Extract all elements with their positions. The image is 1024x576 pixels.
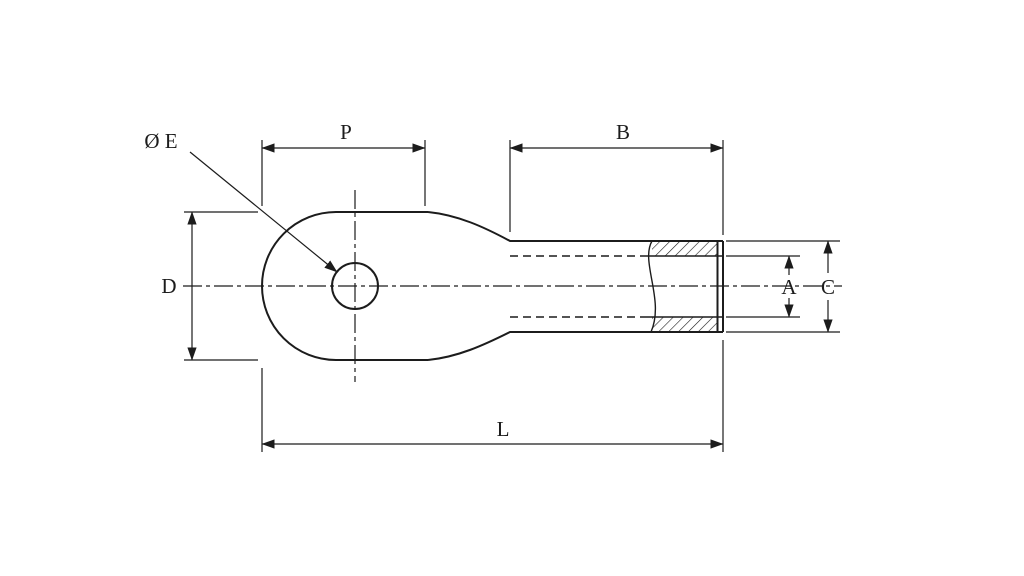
dimension-a: A (726, 255, 800, 318)
dimension-b: B (509, 120, 724, 235)
hidden-bore-lines (510, 255, 648, 318)
hole-diameter-callout: Ø E (144, 129, 338, 273)
palm-hole (331, 262, 379, 310)
label-barrel-diameter: C (821, 275, 835, 299)
centerlines (183, 190, 842, 382)
label-pad-height: D (161, 274, 176, 298)
label-overall-length: L (497, 417, 510, 441)
break-line (647, 240, 656, 333)
label-bore-diameter: A (781, 275, 797, 299)
dimension-l: L (261, 340, 724, 452)
barrel-bottom-outline (427, 331, 723, 361)
label-hole-diameter: Ø E (144, 129, 177, 153)
broken-out-section (647, 240, 723, 333)
label-pad-length: P (340, 120, 352, 144)
hatch-bottom-wall (652, 317, 718, 332)
hatch-top-wall (652, 241, 718, 256)
dimension-p: P (261, 120, 426, 206)
dimension-c: C (726, 240, 840, 333)
palm-outline (260, 211, 428, 361)
label-barrel-length: B (616, 120, 630, 144)
dimension-d: D (161, 211, 258, 361)
hole-diameter-leader-line (189, 151, 338, 273)
barrel-top-outline (427, 211, 723, 242)
